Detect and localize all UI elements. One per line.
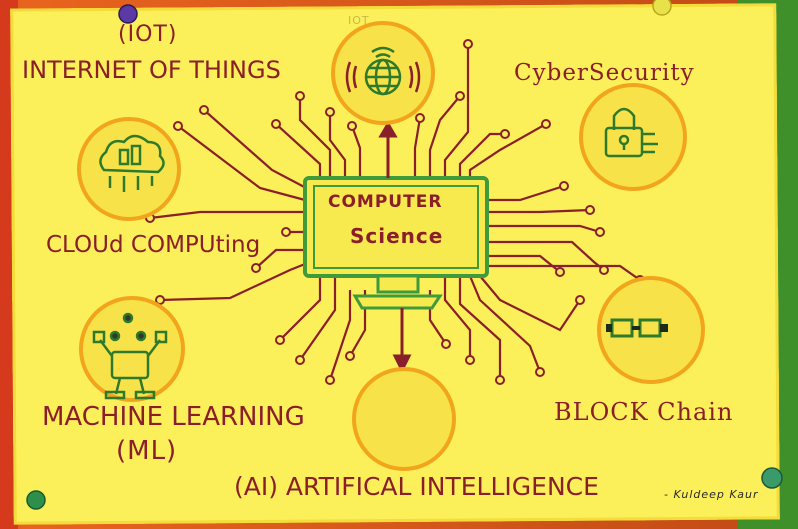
circuit-trace: [487, 264, 641, 281]
circuit-node: [575, 295, 585, 305]
circuit-trace: [177, 125, 306, 202]
arrows: [378, 121, 412, 374]
circuit-trace: [350, 125, 362, 178]
circuit-trace: [279, 276, 322, 341]
circuit-node: [463, 39, 473, 49]
ml-abbrev-label: (ML): [116, 436, 178, 466]
circuit-trace: [487, 208, 591, 214]
center-line1-label: COMPUTER: [328, 192, 443, 212]
circuit-trace: [458, 276, 502, 380]
ai-label: (AI) ARTIFICAL INTELLIGENCE: [234, 472, 599, 501]
circuit-node: [415, 113, 425, 123]
blockchain-icon: [606, 318, 668, 338]
circuit-trace: [149, 210, 305, 220]
circuit-traces: [149, 44, 641, 381]
iot-abbrev-label: (IOT): [118, 22, 178, 47]
circuit-trace: [487, 184, 565, 202]
circuit-node: [455, 91, 465, 101]
circuit-node: [555, 267, 565, 277]
circuit-node: [441, 339, 451, 349]
padlock-circuit-icon: [604, 107, 658, 158]
circuit-nodes: [145, 39, 645, 385]
circuit-trace: [468, 123, 547, 178]
circuit-trace: [428, 95, 461, 178]
cybersecurity-label: CyberSecurity: [514, 60, 695, 86]
circuit-node: [325, 375, 335, 385]
circuit-trace: [487, 224, 601, 234]
circuit-trace: [487, 254, 561, 273]
cloud-computing-label: CLOUd COMPUting: [46, 232, 261, 258]
circuit-trace: [458, 132, 505, 178]
iot-small-label: IOT: [348, 14, 370, 27]
signature-label: - Kuldeep Kaur: [664, 488, 759, 501]
center-line2-label: Science: [350, 224, 444, 248]
blockchain-label: BLOCK Chain: [554, 398, 734, 426]
circuit-trace: [328, 112, 347, 178]
circuit-node: [559, 181, 569, 191]
circuit-node: [325, 107, 335, 117]
circuit-trace: [159, 262, 306, 302]
iot-label: INTERNET OF THINGS: [22, 56, 281, 84]
circuit-trace: [479, 275, 581, 332]
robot-icon: [92, 312, 168, 400]
cloud-circuit-icon: [99, 134, 165, 192]
circuit-trace: [275, 123, 322, 178]
circuit-node: [271, 119, 281, 129]
circuit-node: [295, 355, 305, 365]
ai-circle: [352, 367, 456, 471]
circuit-trace: [299, 276, 337, 361]
circuit-node: [295, 91, 305, 101]
circuit-node: [199, 105, 209, 115]
circuit-trace: [298, 96, 332, 178]
circuit-node: [251, 263, 261, 273]
cybersecurity-circle: [579, 83, 687, 191]
circuit-trace: [443, 276, 472, 360]
circuit-node: [535, 367, 545, 377]
ml-label: MACHINE LEARNING: [42, 402, 305, 432]
circuit-trace: [255, 248, 305, 269]
circuit-node: [585, 205, 595, 215]
circuit-node: [595, 227, 605, 237]
globe-wifi-icon: [345, 46, 421, 96]
circuit-node: [347, 121, 357, 131]
circuit-node: [599, 265, 609, 275]
circuit-node: [281, 227, 291, 237]
blockchain-circle: [597, 276, 705, 384]
circuit-trace: [328, 290, 352, 381]
circuit-trace: [443, 44, 470, 178]
pushpins: [26, 0, 783, 510]
topic-circles: [77, 21, 705, 471]
circuit-node: [465, 355, 475, 365]
circuit-node: [173, 121, 183, 131]
circuit-node: [495, 375, 505, 385]
circuit-trace: [468, 275, 542, 373]
circuit-trace: [203, 109, 311, 191]
circuit-node: [345, 351, 355, 361]
circuit-node: [275, 335, 285, 345]
cloud-circle: [77, 117, 181, 221]
circuit-trace: [413, 117, 422, 178]
ml-circle: [79, 296, 185, 402]
circuit-node: [500, 129, 510, 139]
iot-circle: [331, 21, 435, 125]
monitor-icon: [303, 176, 489, 310]
circuit-node: [541, 119, 551, 129]
